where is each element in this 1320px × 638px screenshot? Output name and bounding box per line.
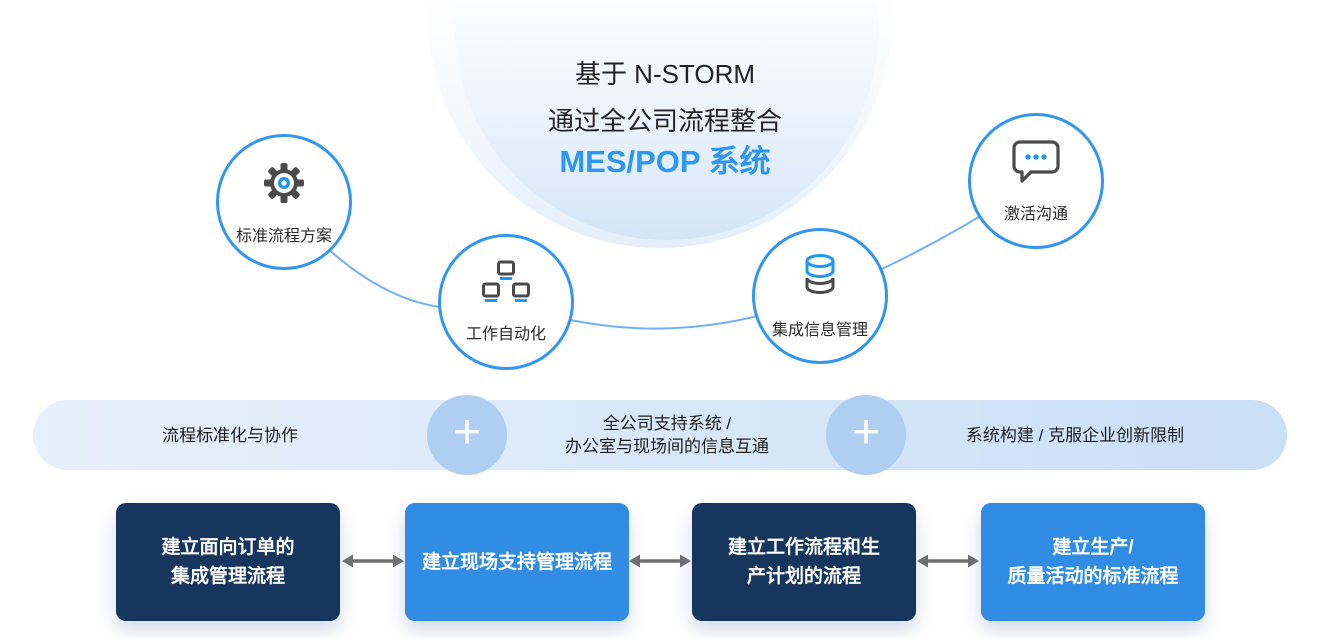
gear-icon bbox=[259, 158, 309, 213]
title-line-2: 通过全公司流程整合 bbox=[547, 106, 782, 136]
title-line-1: 基于 N-STORM bbox=[574, 59, 756, 89]
title-line-3-system-name: MES/POP 系统 bbox=[559, 144, 771, 179]
database-icon bbox=[797, 252, 843, 307]
plus-icon: + bbox=[851, 406, 881, 459]
node-activate-communication: 激活沟通 bbox=[968, 113, 1104, 249]
flow-box-workflow-production-plan: 建立工作流程和生 产计划的流程 bbox=[692, 503, 916, 621]
plus-icon: + bbox=[452, 406, 482, 459]
node-label: 集成信息管理 bbox=[771, 322, 868, 339]
chat-bubble-icon bbox=[1010, 138, 1062, 191]
band-text-system-build: 系统构建 / 克服企业创新限制 bbox=[965, 425, 1185, 445]
network-nodes-icon bbox=[480, 260, 532, 311]
flow-box-line-1: 建立工作流程和生 bbox=[727, 537, 880, 558]
flow-box-line-1: 建立现场支持管理流程 bbox=[421, 551, 612, 573]
plus-separator-2: + bbox=[826, 395, 906, 475]
band-text-standardization: 流程标准化与协作 bbox=[162, 425, 298, 445]
band-text-support-system: 全公司支持系统 / 办公室与现场间的信息互通 bbox=[517, 400, 817, 470]
flow-box-line-2: 集成管理流程 bbox=[170, 566, 285, 587]
double-arrow-icon bbox=[628, 552, 692, 575]
flow-box-line-2: 质量活动的标准流程 bbox=[1007, 566, 1179, 587]
flow-box-production-quality: 建立生产/ 质量活动的标准流程 bbox=[981, 503, 1205, 621]
node-integrated-info: 集成信息管理 bbox=[752, 228, 888, 364]
node-standard-process: 标准流程方案 bbox=[216, 134, 352, 270]
plus-separator-1: + bbox=[427, 395, 507, 475]
flow-box-line-2: 产计划的流程 bbox=[746, 566, 861, 587]
double-arrow-icon bbox=[916, 552, 980, 575]
title-block: 基于 N-STORM 通过全公司流程整合 MES/POP 系统 bbox=[465, 57, 865, 181]
band-center-line-2: 办公室与现场间的信息互通 bbox=[565, 437, 769, 456]
double-arrow-icon bbox=[341, 552, 405, 575]
band-center-line-1: 全公司支持系统 / bbox=[602, 414, 732, 433]
summary-band: 流程标准化与协作 全公司支持系统 / 办公室与现场间的信息互通 系统构建 / 克… bbox=[33, 400, 1287, 470]
node-work-automation: 工作自动化 bbox=[438, 234, 574, 370]
flow-box-site-support: 建立现场支持管理流程 bbox=[405, 503, 629, 621]
node-label: 工作自动化 bbox=[465, 326, 546, 343]
flow-box-line-1: 建立面向订单的 bbox=[161, 537, 295, 558]
flow-box-line-1: 建立生产/ bbox=[1052, 537, 1134, 558]
node-label: 激活沟通 bbox=[1003, 206, 1068, 223]
node-label: 标准流程方案 bbox=[235, 228, 332, 245]
flow-box-order-management: 建立面向订单的 集成管理流程 bbox=[116, 503, 340, 621]
